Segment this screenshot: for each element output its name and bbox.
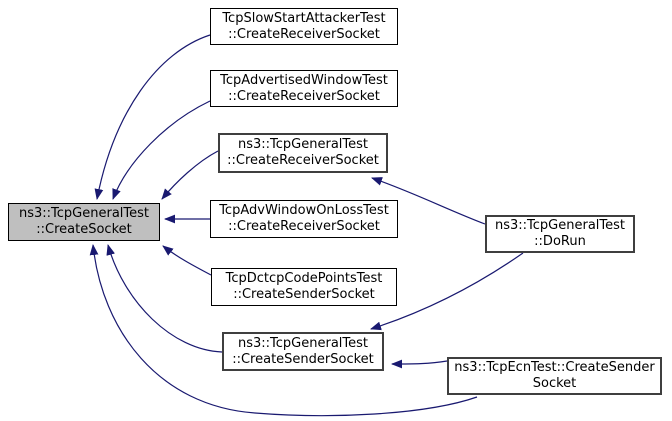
node-label-line: ns3::TcpGeneralTest <box>18 206 149 221</box>
node-ns3-tcpecntest-createsendersocket[interactable]: ns3::TcpEcnTest::CreateSender Socket <box>447 357 662 395</box>
node-label-line: ns3::TcpEcnTest::CreateSender <box>454 360 655 375</box>
node-label-line: ::CreateReceiverSocket <box>228 219 380 234</box>
node-ns3-tcpgeneraltest-dorun[interactable]: ns3::TcpGeneralTest ::DoRun <box>485 215 635 253</box>
node-ns3-tcpgeneraltest-createreceiversocket[interactable]: ns3::TcpGeneralTest ::CreateReceiverSock… <box>218 133 388 173</box>
node-ns3-tcpgeneraltest-createsendersocket[interactable]: ns3::TcpGeneralTest ::CreateSenderSocket <box>222 332 384 371</box>
node-tcpadvwindowonlosstest-createreceiversocket[interactable]: TcpAdvWindowOnLossTest ::CreateReceiverS… <box>210 200 398 238</box>
edge-dorun-to-generalcreatereceiver <box>371 177 486 225</box>
node-label-line: ::CreateSocket <box>36 222 132 237</box>
node-label-line: TcpAdvertisedWindowTest <box>220 72 388 88</box>
edge-ecncreatesender-to-generalcreatesender <box>391 359 448 369</box>
edge-dorun-to-generalcreatesender <box>370 252 524 331</box>
node-label-line: ns3::TcpGeneralTest <box>237 137 368 152</box>
node-label-line: ns3::TcpGeneralTest <box>237 335 368 351</box>
node-ns3-tcpgeneraltest-createsocket: ns3::TcpGeneralTest ::CreateSocket <box>8 203 160 241</box>
node-label-line: TcpDctcpCodePointsTest <box>225 271 383 286</box>
node-tcpslowstartattackertest-createreceiversocket[interactable]: TcpSlowStartAttackerTest ::CreateReceive… <box>210 8 398 45</box>
edge-ecncreatesender-to-createsocket <box>89 244 478 417</box>
node-label-line: TcpSlowStartAttackerTest <box>222 10 386 26</box>
edge-advertisedwindow-to-createsocket <box>112 100 211 200</box>
node-label-line: TcpAdvWindowOnLossTest <box>219 203 389 218</box>
node-label-line: ns3::TcpGeneralTest <box>494 218 625 233</box>
node-label-line: ::CreateSenderSocket <box>232 351 374 367</box>
edge-dctcpcodepoints-to-createsocket <box>162 245 212 276</box>
edge-generalcreatesender-to-createsocket <box>106 244 223 353</box>
edge-slowstartattacker-to-createsocket <box>94 34 211 200</box>
edge-generalcreatereceiver-to-createsocket <box>161 150 219 200</box>
node-label-line: Socket <box>532 376 577 391</box>
node-label-line: ::CreateReceiverSocket <box>228 88 380 104</box>
node-label-line: ::CreateReceiverSocket <box>228 26 380 42</box>
node-tcpadvertisedwindowtest-createreceiversocket[interactable]: TcpAdvertisedWindowTest ::CreateReceiver… <box>210 70 398 107</box>
node-label-line: ::DoRun <box>534 234 586 249</box>
node-label-line: ::CreateReceiverSocket <box>227 153 379 168</box>
node-label-line: ::CreateSenderSocket <box>233 287 375 302</box>
node-tcpdctcpcodepointstest-createsendersocket[interactable]: TcpDctcpCodePointsTest ::CreateSenderSoc… <box>211 268 397 306</box>
